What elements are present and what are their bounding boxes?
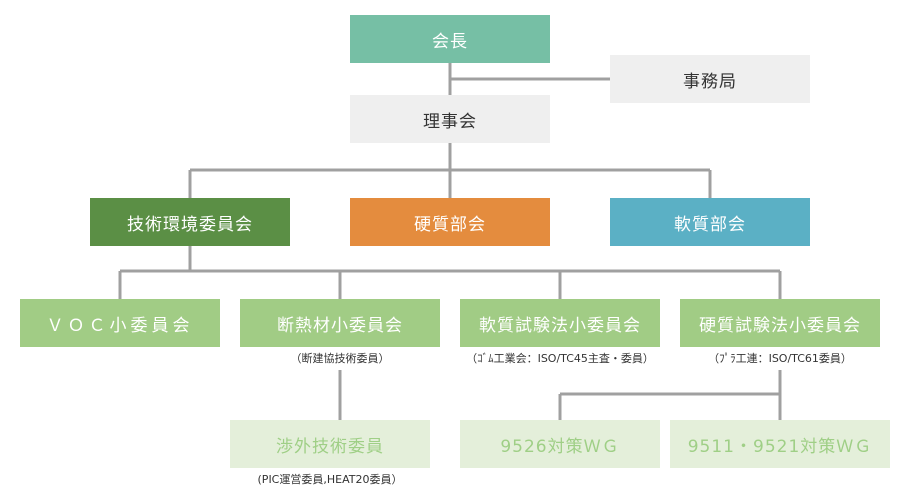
node-external-tech-member: 渉外技術委員 xyxy=(230,420,430,468)
node-soft-test-subcommittee: 軟質試験法小委員会 xyxy=(460,299,660,347)
node-board: 理事会 xyxy=(350,95,550,143)
note-hard-test: （ﾌﾟﾗ工連：ISO/TC61委員） xyxy=(708,352,852,365)
node-hard-test-subcommittee: 硬質試験法小委員会 xyxy=(680,299,880,347)
node-wg-9511-9521: 9511・9521対策ＷＧ xyxy=(670,420,890,468)
node-secretariat: 事務局 xyxy=(610,55,810,103)
node-tech-env-committee: 技術環境委員会 xyxy=(90,198,290,246)
node-voc-subcommittee: ＶＯＣ小委員会 xyxy=(20,299,220,347)
node-chairman: 会長 xyxy=(350,15,550,63)
note-soft-test: （ｺﾞﾑ工業会：ISO/TC45主査・委員） xyxy=(466,352,654,365)
node-soft-division: 軟質部会 xyxy=(610,198,810,246)
note-insulation: （断建協技術委員） xyxy=(290,352,390,365)
node-hard-division: 硬質部会 xyxy=(350,198,550,246)
node-wg-9526: 9526対策ＷＧ xyxy=(460,420,660,468)
note-external: (PIC運営委員,HEAT20委員） xyxy=(257,473,403,486)
node-insulation-subcommittee: 断熱材小委員会 xyxy=(240,299,440,347)
